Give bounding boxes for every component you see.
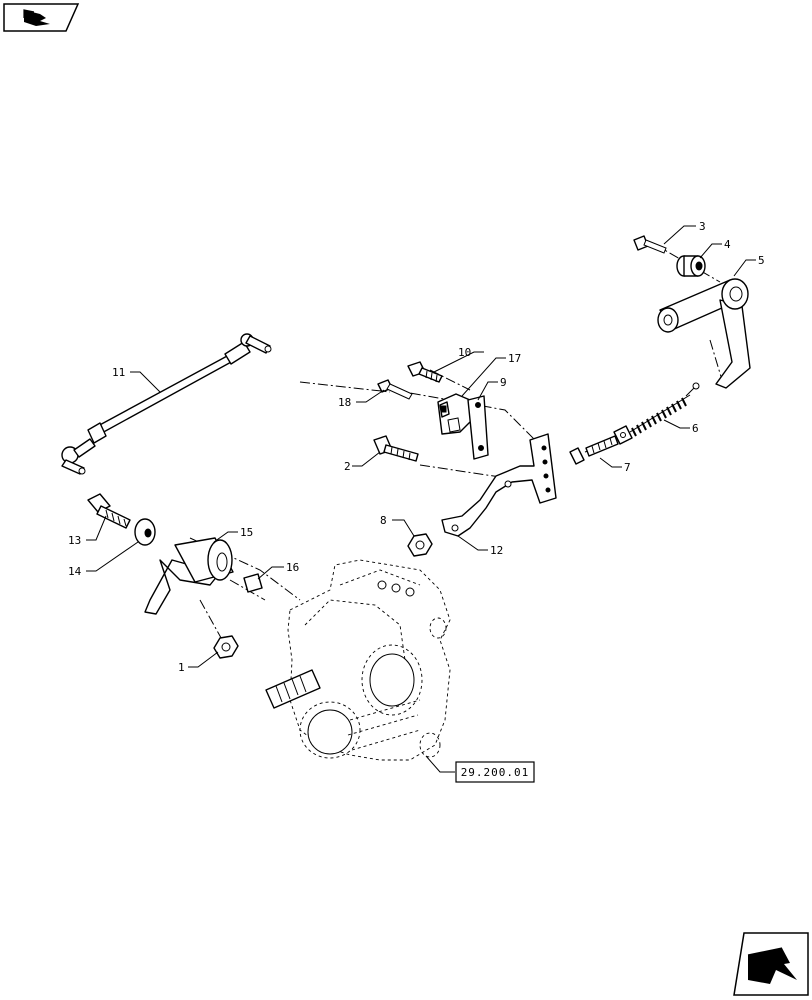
callout-8: 8 bbox=[380, 514, 387, 527]
callout-7: 7 bbox=[624, 461, 631, 474]
washer-14 bbox=[134, 518, 156, 546]
bolt-3 bbox=[633, 235, 667, 254]
callout-17: 17 bbox=[508, 352, 521, 365]
next-nav-button[interactable] bbox=[733, 932, 809, 996]
arrow-forward-icon bbox=[747, 947, 797, 984]
nut-8 bbox=[407, 533, 433, 557]
callout-3: 3 bbox=[699, 220, 706, 233]
tie-rod bbox=[61, 333, 272, 475]
bolt-2 bbox=[373, 435, 419, 462]
arrow-back-icon bbox=[23, 9, 50, 26]
callout-5: 5 bbox=[758, 254, 765, 267]
threaded-rod-7 bbox=[569, 425, 633, 465]
callout-6: 6 bbox=[692, 422, 699, 435]
callout-12: 12 bbox=[490, 544, 503, 557]
bushing-4 bbox=[676, 255, 706, 277]
lever-5 bbox=[657, 278, 751, 389]
reference-box-text: 29.200.01 bbox=[461, 766, 530, 779]
callout-15: 15 bbox=[240, 526, 253, 539]
lever-15 bbox=[144, 537, 234, 615]
bolt-13 bbox=[87, 493, 131, 529]
callout-14: 14 bbox=[68, 565, 82, 578]
back-nav-button[interactable] bbox=[3, 3, 80, 32]
nut-1 bbox=[213, 635, 239, 659]
callout-11: 11 bbox=[112, 366, 125, 379]
callout-18: 18 bbox=[338, 396, 351, 409]
callout-9: 9 bbox=[500, 376, 507, 389]
bracket-12 bbox=[441, 433, 557, 537]
clamp-17 bbox=[437, 393, 473, 435]
callout-1: 1 bbox=[178, 661, 185, 674]
callout-13: 13 bbox=[68, 534, 81, 547]
reference-box[interactable]: 29.200.01 bbox=[455, 761, 535, 783]
leader-lines bbox=[86, 225, 756, 773]
callout-4: 4 bbox=[724, 238, 731, 251]
callout-10: 10 bbox=[458, 346, 471, 359]
screw-18 bbox=[377, 379, 413, 400]
spring-6 bbox=[629, 382, 700, 437]
strap-9 bbox=[467, 395, 489, 460]
callout-16: 16 bbox=[286, 561, 299, 574]
callout-2: 2 bbox=[344, 460, 351, 473]
bolt-10 bbox=[407, 361, 443, 383]
key-16 bbox=[243, 573, 263, 593]
pump-housing bbox=[265, 559, 451, 761]
